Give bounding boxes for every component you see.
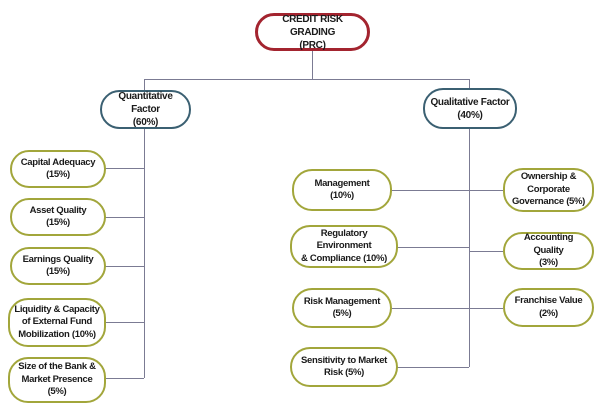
connector-asset-quality: [105, 217, 144, 218]
connector-quantitative-drop: [144, 79, 145, 91]
node-credit-risk-grading: CREDIT RISK GRADING (PRC): [255, 13, 370, 51]
connector-qualitative-drop: [469, 79, 470, 89]
connector-sensitivity: [396, 367, 469, 368]
node-sensitivity-market-risk: Sensitivity to Market Risk (5%): [290, 347, 398, 387]
node-qualitative-factor: Qualitative Factor (40%): [423, 88, 517, 129]
node-asset-quality: Asset Quality (15%): [10, 198, 106, 236]
node-risk-management: Risk Management (5%): [292, 288, 392, 328]
connector-top-horizontal: [144, 79, 470, 80]
node-size-of-bank: Size of the Bank & Market Presence (5%): [8, 357, 106, 403]
connector-root-drop: [312, 50, 313, 79]
connector-quantitative-trunk: [144, 128, 145, 378]
node-regulatory-environment: Regulatory Environment & Compliance (10%…: [290, 225, 398, 268]
node-capital-adequacy: Capital Adequacy (15%): [10, 150, 106, 188]
node-franchise-value: Franchise Value (2%): [503, 288, 594, 327]
node-accounting-quality: Accounting Quality (3%): [503, 232, 594, 270]
connector-regulatory: [396, 247, 469, 248]
node-earnings-quality: Earnings Quality (15%): [10, 247, 106, 285]
connector-capital-adequacy: [105, 168, 144, 169]
node-management: Management (10%): [292, 169, 392, 211]
node-liquidity-capacity: Liquidity & Capacity of External Fund Mo…: [8, 298, 106, 347]
connector-liquidity: [106, 322, 144, 323]
connector-size-of-bank: [106, 378, 144, 379]
connector-qualitative-trunk: [469, 128, 470, 367]
connector-ownership: [470, 190, 503, 191]
connector-earnings-quality: [105, 266, 144, 267]
node-quantitative-factor: Quantitative Factor (60%): [100, 90, 191, 129]
node-ownership-governance: Ownership & Corporate Governance (5%): [503, 168, 594, 212]
connector-management: [392, 190, 469, 191]
connector-accounting: [470, 251, 503, 252]
connector-franchise: [470, 308, 503, 309]
connector-risk-management: [392, 308, 469, 309]
